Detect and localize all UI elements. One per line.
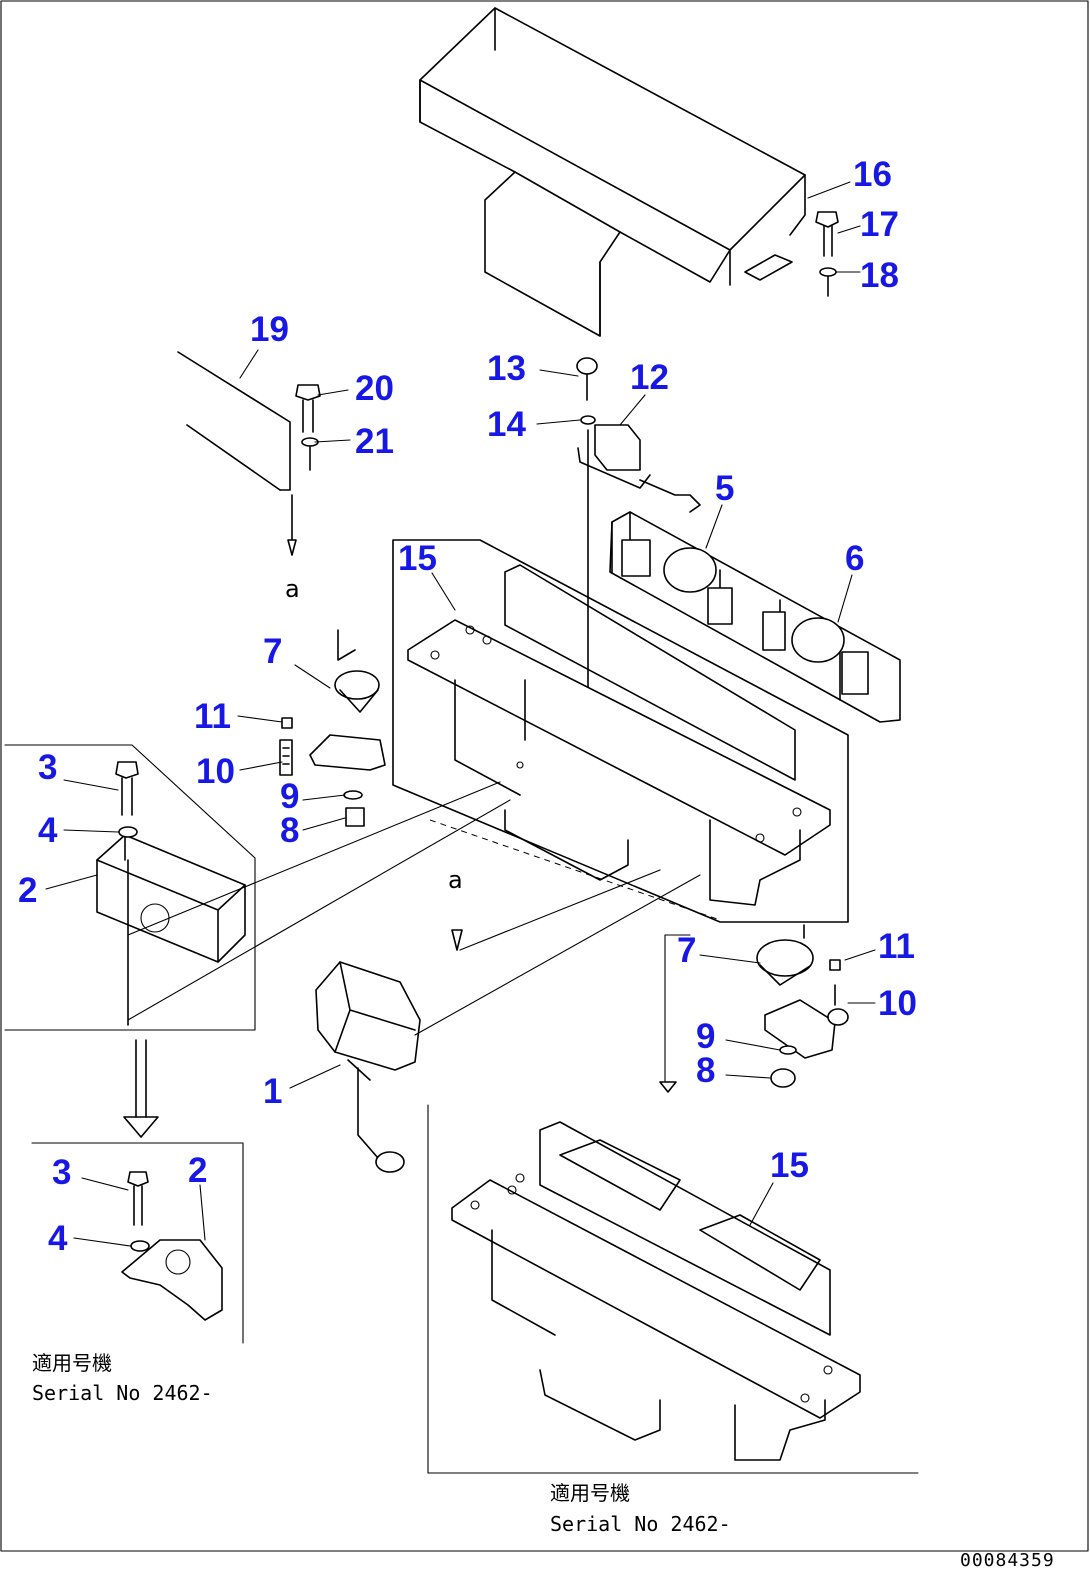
- detail-box-lower-left: [31, 1142, 244, 1344]
- cover-part-16: [419, 7, 806, 337]
- label-15-lower: 15: [770, 1146, 809, 1185]
- label-4-lower: 4: [48, 1219, 68, 1258]
- ref-letter-a-upper: a: [285, 575, 300, 603]
- cap-part-13: [576, 357, 598, 401]
- detail-box-lower-right: [427, 1104, 919, 1474]
- label-13: 13: [487, 349, 526, 388]
- label-11-upper: 11: [194, 697, 231, 736]
- label-2-upper: 2: [18, 871, 37, 910]
- label-14: 14: [487, 405, 526, 444]
- work-lamp-part-1: [315, 961, 421, 1173]
- relay-part-12: [577, 424, 701, 731]
- label-1: 1: [263, 1072, 282, 1111]
- nut-part-8-upper: [345, 807, 365, 827]
- part-labels: 16 17 18 19 20 21 13 12 14 5 6 15 7 11 1…: [18, 155, 917, 1258]
- label-10-lower: 10: [878, 984, 917, 1023]
- washer-part-14: [580, 415, 596, 425]
- panel-part-19: [177, 351, 297, 556]
- label-21: 21: [355, 422, 394, 461]
- horn-part-7-lower: [659, 924, 836, 1093]
- label-8-lower: 8: [696, 1051, 715, 1090]
- serial-note-left-jp: 適用号機: [32, 1351, 112, 1375]
- label-8-upper: 8: [280, 811, 299, 850]
- washer-part-9-lower: [779, 1045, 797, 1055]
- label-7-lower: 7: [677, 931, 696, 970]
- bolt-part-10-lower: [827, 984, 849, 1026]
- label-20: 20: [355, 369, 394, 408]
- label-4-upper: 4: [38, 811, 58, 850]
- label-18: 18: [860, 256, 899, 295]
- serial-note-left: Serial No 2462-: [32, 1381, 213, 1405]
- label-15-main: 15: [398, 539, 437, 578]
- washer-part-21: [301, 437, 319, 471]
- label-17: 17: [860, 205, 899, 244]
- bolt-part-10-upper: [279, 739, 293, 776]
- label-9-lower: 9: [696, 1017, 715, 1056]
- label-3-lower: 3: [52, 1153, 71, 1192]
- label-7-upper: 7: [263, 632, 282, 671]
- label-11-lower: 11: [878, 927, 915, 966]
- ref-arrow-a: [451, 929, 463, 951]
- drawing-code: 00084359: [960, 1550, 1055, 1571]
- lamp-housing-part-6: [609, 511, 901, 723]
- label-9-upper: 9: [280, 777, 299, 816]
- nut-part-8-lower: [770, 1068, 796, 1088]
- label-2-lower: 2: [188, 1151, 207, 1190]
- bolt-part-17: [815, 211, 839, 257]
- washer-part-11-lower: [829, 959, 841, 971]
- label-5: 5: [715, 469, 734, 508]
- projection-lines: [127, 781, 721, 1036]
- transition-arrow: [123, 1039, 159, 1138]
- ref-letter-a-lower: a: [448, 866, 463, 894]
- serial-note-right-jp: 適用号機: [550, 1481, 630, 1505]
- label-16: 16: [853, 155, 892, 194]
- serial-note-right: Serial No 2462-: [550, 1512, 731, 1536]
- label-3-upper: 3: [38, 748, 57, 787]
- leader-lines: [45, 181, 876, 1247]
- label-10-upper: 10: [196, 752, 235, 791]
- label-19: 19: [250, 310, 289, 349]
- horn-part-7-upper: [309, 629, 386, 771]
- bracket-part-15: [392, 539, 849, 923]
- washer-part-11-upper: [281, 717, 293, 729]
- bolt-part-20: [295, 384, 321, 433]
- washer-part-18: [819, 267, 837, 297]
- label-12: 12: [630, 358, 669, 397]
- label-6: 6: [845, 539, 864, 578]
- detail-box-upper-left: [4, 744, 256, 1031]
- washer-part-9-upper: [343, 790, 363, 800]
